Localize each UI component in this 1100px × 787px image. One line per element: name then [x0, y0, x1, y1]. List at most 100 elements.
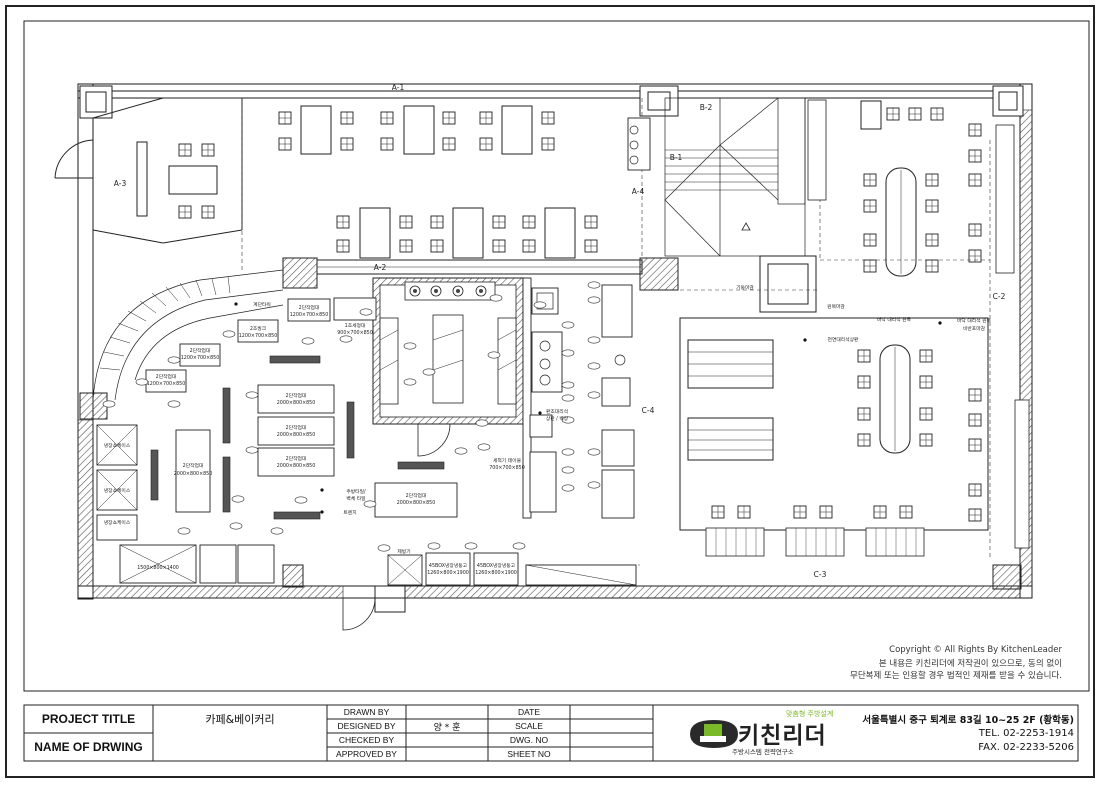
- label-kitchen-tile: 주방타일/: [346, 488, 366, 495]
- zone-a2: A-2: [374, 263, 387, 272]
- label-bench-mid: 2단작업대: [406, 492, 427, 499]
- logo-tagline: 맞춤형 주방설계: [786, 710, 834, 718]
- zone-c4: C-4: [642, 406, 655, 415]
- wash-fixtures: [536, 125, 639, 386]
- entrance-walls: [374, 585, 406, 613]
- label-showcase-1: 냉장쇼케이스: [104, 442, 131, 449]
- approved-by-label: APPROVED BY: [336, 749, 397, 759]
- zone-labels: A-1 A-2 A-3 A-4 B-1 B-2 C-2 C-3 C-4: [114, 83, 1006, 579]
- project-title-label: PROJECT TITLE: [41, 712, 136, 726]
- label-bench-1-size: 2000×800×850: [277, 400, 316, 406]
- entrance-door: [342, 597, 376, 631]
- label-seat-note-2: 바닥 대리석 원목: [957, 317, 992, 324]
- dining-tables-top: [168, 105, 576, 259]
- label-ice-maker: 제빙기: [397, 548, 410, 555]
- designed-by-label: DESIGNED BY: [337, 721, 396, 731]
- label-bench-mid-size: 2000×800×850: [397, 500, 436, 506]
- chairs-right: [711, 107, 982, 522]
- label-work-table-a: 2단작업대: [299, 304, 320, 311]
- label-work-table-b-size: 1200×700×850: [181, 355, 220, 361]
- label-dish-table-size: 700×700×850: [489, 465, 525, 471]
- checked-by-label: CHECKED BY: [338, 735, 395, 745]
- seating-right-tables: [679, 100, 989, 531]
- inner-border: [23, 20, 1090, 692]
- copyright-line: Copyright © All Rights By KitchenLeader: [889, 645, 1062, 655]
- bottom-wall-hatch-right: [404, 585, 1021, 599]
- label-seat-note-1: 천연대리석상판: [828, 336, 859, 343]
- label-dish-table: 세척기 테이블: [493, 457, 522, 464]
- zone-b2: B-2: [700, 103, 713, 112]
- label-work-table-c-size: 1200×700×850: [147, 381, 186, 387]
- wash-area: [522, 117, 651, 519]
- label-kitchen-tile-2: 벽체 타일: [346, 495, 365, 502]
- stair-b: [664, 97, 806, 257]
- label-counter-note: 원목마감: [827, 303, 845, 310]
- columns: [79, 85, 1024, 590]
- label-coffee-station: 판조대리석: [546, 408, 568, 415]
- copyright-notice-2: 무단복제 또는 인용할 경우 법적인 제재를 받을 수 있습니다.: [850, 671, 1062, 681]
- label-bench-3: 2단작업대: [286, 455, 307, 462]
- date-label: DATE: [517, 707, 541, 717]
- label-seat-note-3: 비반포마감: [963, 325, 986, 332]
- label-work-table-c: 2단작업대: [156, 373, 177, 380]
- logo-mark-icon: [690, 720, 738, 748]
- label-fridge-2-size: 1260×800×1900: [475, 570, 517, 576]
- label-sink-b: 2조씽크: [250, 325, 267, 332]
- floor-drains: [150, 355, 445, 520]
- logo-wordmark: 키친리더: [738, 723, 827, 749]
- zone-a1: A-1: [392, 83, 405, 92]
- label-fridge-1-size: 1260×800×1900: [427, 570, 469, 576]
- label-bar-note: 바닥 대리석 원목: [877, 316, 912, 323]
- label-sink-b-size: 1200×700×850: [239, 333, 278, 339]
- kitchen-door: [417, 423, 451, 457]
- bench-seats: [705, 99, 1030, 557]
- label-work-table-b: 2단작업대: [190, 347, 211, 354]
- leader-dots: [234, 302, 942, 514]
- label-showcase-3: 냉장쇼케이스: [104, 519, 131, 526]
- copyright-notice-1: 본 내용은 키친리더에 저작권이 있으므로, 동의 없이: [878, 659, 1062, 669]
- label-bench-3-size: 2000×800×850: [277, 463, 316, 469]
- bench-seat-slats: [715, 528, 917, 556]
- range-burners: [404, 281, 496, 301]
- label-fridge-2: 45BOX냉장냉동고: [477, 562, 516, 569]
- zone-b1: B-1: [670, 153, 683, 162]
- designed-by-value: 양 * 훈: [433, 722, 461, 733]
- bottom-wall-hatch-left: [92, 585, 344, 599]
- company-address: 서울특별시 중구 퇴계로 83길 10~25 2F (황학동): [862, 715, 1074, 726]
- company-fax: FAX. 02-2233-5206: [978, 742, 1074, 753]
- label-coffee-station-2: 상판 / 벽장: [546, 415, 569, 422]
- scale-label: SCALE: [515, 721, 543, 731]
- label-trench: 트렌치: [343, 509, 356, 516]
- label-showcase-size: 1500×800×1400: [137, 565, 179, 571]
- zone-a4: A-4: [632, 187, 645, 196]
- north-marker: [741, 222, 751, 231]
- label-sink-unit: 1조세정대: [345, 322, 366, 329]
- label-bench-long: 2단작업대: [183, 462, 204, 469]
- zone-c2: C-2: [993, 292, 1006, 301]
- curved-stair: [92, 269, 284, 401]
- company-tel: TEL. 02-2253-1914: [978, 728, 1074, 739]
- drawing-name-value: [153, 733, 327, 761]
- kitchen-benches: [379, 314, 517, 405]
- label-work-table-a-size: 1200×700×850: [290, 312, 329, 318]
- label-pillar-note: 기둥마감: [736, 284, 754, 291]
- label-sink-unit-size: 900×700×850: [337, 330, 373, 336]
- outer-border: [5, 5, 1095, 778]
- label-stair-stand: 계단타워: [253, 301, 271, 308]
- label-showcase-2: 냉장쇼케이스: [104, 487, 131, 494]
- drawn-by-label: DRAWN BY: [343, 707, 390, 717]
- label-bench-1: 2단작업대: [286, 392, 307, 399]
- label-bench-2-size: 2000×800×850: [277, 432, 316, 438]
- zone-a3: A-3: [114, 179, 127, 188]
- label-bench-long-size: 2000×800×850: [174, 471, 213, 477]
- label-bench-2: 2단작업대: [286, 424, 307, 431]
- label-fridge-1: 45BOX냉장냉동고: [429, 562, 468, 569]
- bench-slats: [688, 351, 773, 451]
- logo-subtitle: 주방시스템 전략연구소: [732, 748, 794, 756]
- drawing-name-label: NAME OF DRWING: [34, 740, 143, 754]
- a3-wall-panel: [136, 141, 148, 217]
- company-logo: 맞춤형 주방설계 키친리더 주방시스템 전략연구소: [688, 710, 858, 758]
- project-title-value: 카페&베이커리: [205, 713, 275, 726]
- zone-c3: C-3: [814, 570, 827, 579]
